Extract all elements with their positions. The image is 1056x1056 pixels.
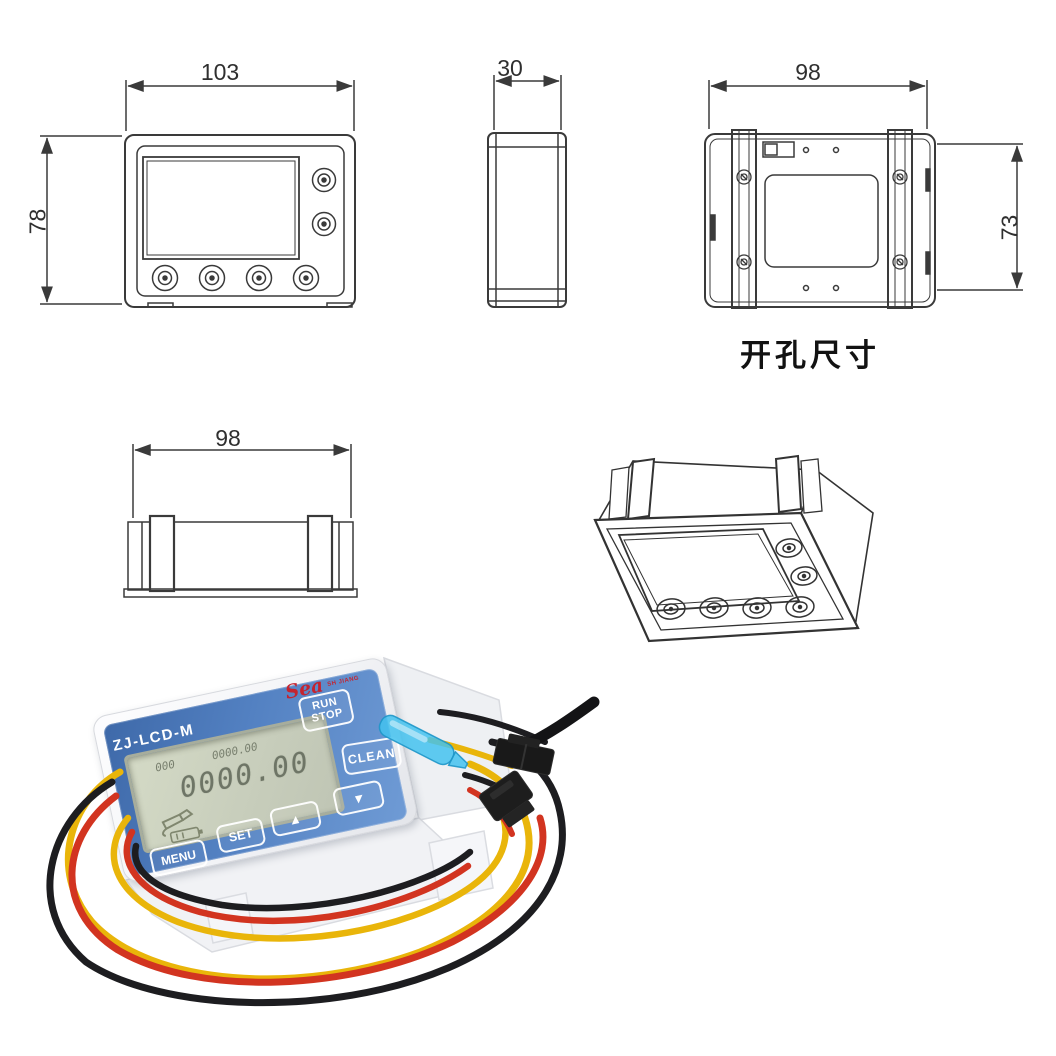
battery-icon [169, 826, 204, 844]
dim-back-width: 98 [795, 59, 821, 85]
fuel-nozzle-icon [161, 808, 194, 837]
dim-front-width: 103 [200, 59, 240, 85]
perspective-view-drawing [593, 454, 874, 643]
wire-red-inner [123, 828, 472, 925]
lcd-screen: 000 0000.00 0000.00 [123, 713, 346, 854]
cutout-caption: 开孔尺寸 [740, 338, 880, 373]
rear-switch [762, 141, 795, 158]
dim-top-width: 98 [215, 425, 241, 451]
mounting-rails [731, 129, 913, 309]
wire-yellow-inner [110, 802, 509, 942]
top-view-drawing [123, 444, 358, 598]
connector-pair [492, 733, 555, 776]
front-view-drawing [40, 80, 356, 308]
dim-side-depth: 30 [497, 55, 523, 81]
flow-meter-device: ZJ-LCD-M Sea SH JIANG 000 0000.00 0000.0… [90, 655, 420, 885]
side-view-drawing [487, 75, 567, 308]
alligator-clip [378, 714, 469, 769]
perspective-buttons [656, 538, 818, 620]
wire-black-outer [46, 738, 566, 1007]
connector-single [479, 770, 535, 828]
rail-screws [736, 169, 908, 270]
back-view-drawing [704, 80, 1023, 309]
wire-black-inner [131, 842, 474, 912]
wire-red-outer [68, 792, 547, 986]
front-buttons [151, 167, 337, 292]
